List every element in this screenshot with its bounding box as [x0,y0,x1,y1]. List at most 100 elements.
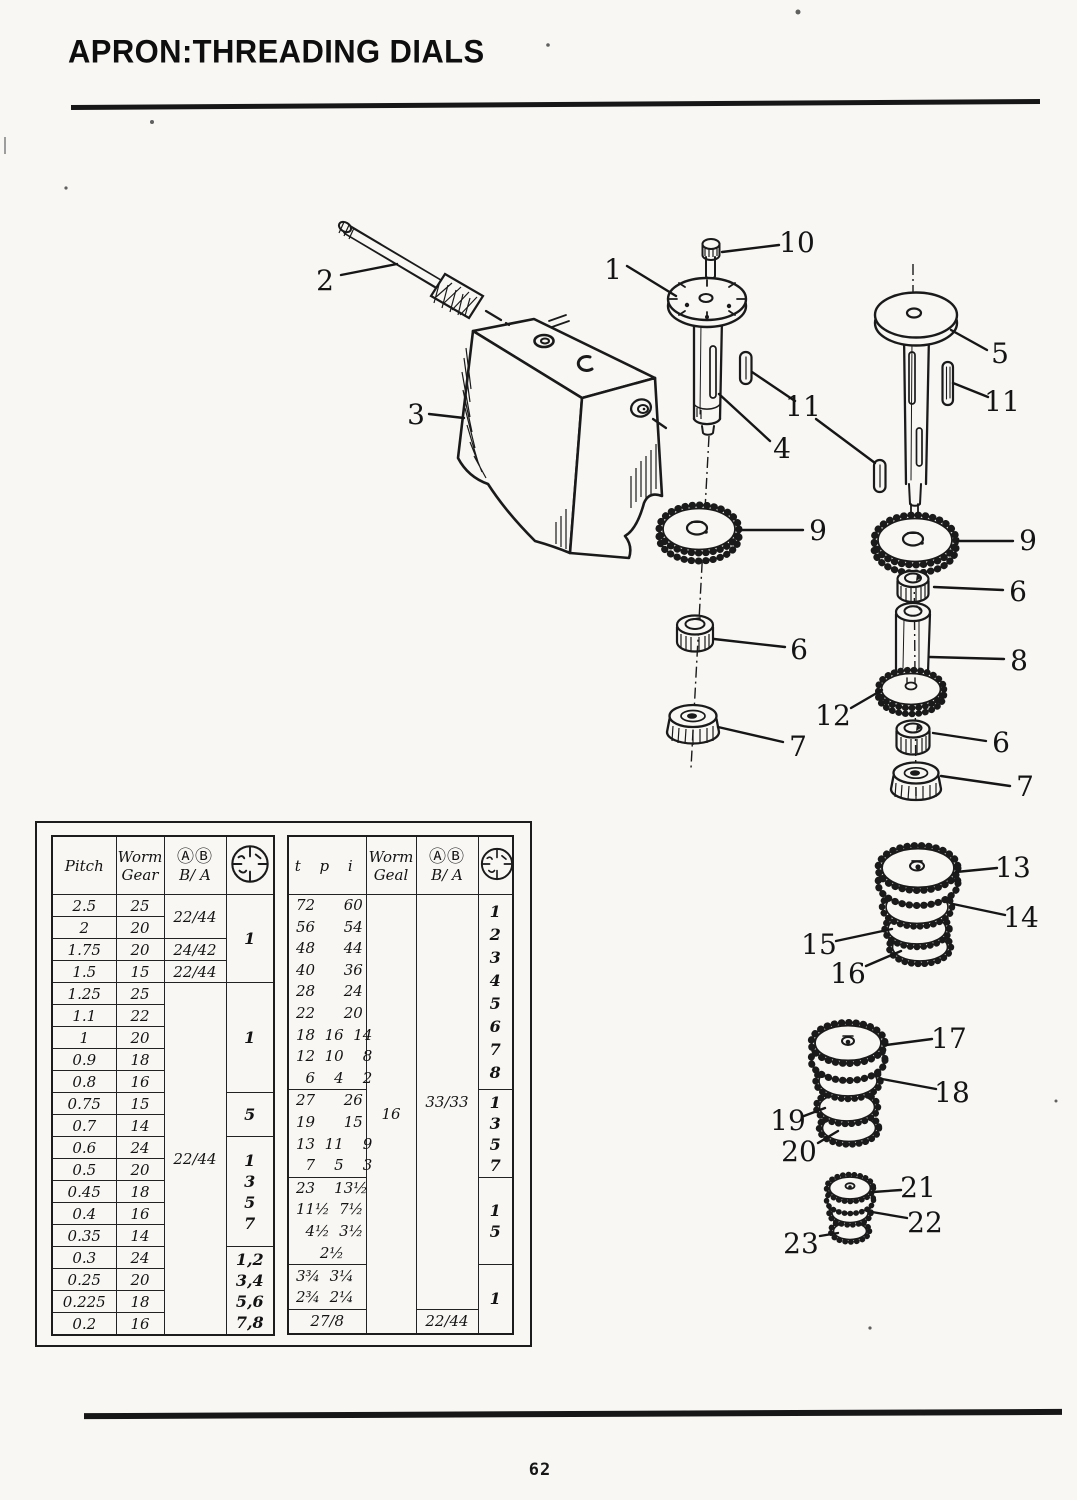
callout-label-9-left: 9 [809,514,827,547]
cell-ba: 22/44 [163,982,227,1336]
cell-worm-gear: 16 [365,893,417,1335]
callout-label-3: 3 [407,398,425,431]
callout-label-6-right-top: 6 [1009,575,1027,608]
cell-dial: 1 3 5 7 [225,1136,275,1247]
worm-gear-header: Worm Geal [365,835,417,895]
callout-label-21: 21 [900,1171,936,1204]
cell-ba: 33/33 [415,893,479,1311]
cell-gear: 14 [115,1114,165,1137]
sprocket-part-9-left [655,501,743,565]
cover-top-slots [548,314,570,328]
top-rule [70,99,1041,110]
ab-symbols: ⒶⒷ [177,846,213,867]
ba-label: B/ A [179,865,211,884]
callout-label-18: 18 [934,1076,970,1109]
cell-tpi: 3¾ 3¼ 2¾ 2¼ [287,1264,367,1311]
callout-label-19: 19 [770,1104,806,1137]
cell-tpi: 23 13½ 11½ 7½ 4½ 3½ 2½ [287,1176,368,1266]
callout-label-16: 16 [830,957,866,990]
cell-ba: 22/44 [163,960,227,983]
cell-gear: 25 [115,894,165,917]
callout-label-11-right: 11 [984,385,1020,418]
table-row: 1.1 22 [51,1004,274,1027]
callout-label-10: 10 [779,226,815,259]
table-row: 0.8 16 [51,1070,274,1093]
cover-c-hole [576,355,594,372]
ab-symbols: ⒶⒷ [429,846,465,867]
cell-dial: 1 [225,894,275,983]
cell-dial: 1 [477,1264,514,1335]
gear-part-12 [874,666,948,718]
pin-part-11-right [941,360,955,407]
dial-header [477,835,514,895]
header-row: t p i Worm Geal ⒶⒷ B/ A [287,835,514,895]
sprocket-part-9-right [870,511,960,577]
cell-pitch: 0.45 [51,1180,117,1203]
cell-pitch: 0.25 [51,1268,117,1291]
bottom-rule [83,1408,1063,1420]
ratio-header: ⒶⒷ B/ A [163,835,227,895]
cell-gear: 22 [115,1004,165,1027]
tables-outer-frame [35,821,532,1347]
callout-label-17: 17 [931,1022,967,1055]
callout-label-23: 23 [783,1227,819,1260]
table-row: 0.75 15 5 [51,1092,275,1137]
cell-gear: 20 [115,1158,165,1181]
cover-swirl-detail [629,398,653,418]
cell-pitch: 1.5 [51,960,117,983]
cell-pitch: 0.75 [51,1092,117,1115]
tpi-header: t p i [287,835,367,895]
callout-label-1: 1 [604,253,622,286]
cap-part-7-right [889,761,943,802]
callout-label-22: 22 [907,1206,943,1239]
cell-pitch: 0.4 [51,1202,117,1225]
cell-gear: 24 [115,1136,165,1159]
ba-label: B/ A [431,865,463,884]
table-row: 0.35 14 [51,1224,274,1247]
cell-pitch: 1.75 [51,938,117,961]
worm-gear-header: Worm Gear [115,835,165,895]
cell-pitch: 0.2 [51,1312,117,1336]
cell-gear: 24 [115,1246,165,1269]
dial-graduation-ticks [667,279,747,319]
callout-label-14: 14 [1003,901,1039,934]
cell-dial: 1,2 3,4 5,6 7,8 [225,1246,275,1336]
cell-pitch: 0.225 [51,1290,117,1313]
dial-header [225,835,275,895]
callout-label-9-right: 9 [1019,524,1037,557]
cell-tpi: 72 60 56 54 48 44 40 36 28 24 22 20 18 1… [287,893,372,1091]
callout-label-13: 13 [995,851,1031,884]
cell-dial: 5 [225,1092,275,1137]
dial-face-icon [480,847,513,880]
cell-pitch: 0.7 [51,1114,117,1137]
cell-dial: 1 3 5 7 [477,1089,514,1178]
pitch-header: Pitch [51,835,117,895]
metric-pitch-table: Pitch Worm Gear ⒶⒷ B/ A 2.5 25 22/44 1 2… [51,835,275,1336]
callout-label-15: 15 [801,928,837,961]
centerlines [690,264,917,797]
cell-gear: 20 [115,1026,165,1049]
gear-stack-13-16 [874,842,962,968]
table-row: 27 26 19 15 13 11 9 7 5 3 1 3 5 7 [287,1089,514,1178]
cell-tpi-footer: 27/8 [287,1309,367,1335]
callout-label-6-right-bottom: 6 [992,726,1010,759]
cell-gear: 16 [115,1312,165,1336]
table-row: 3¾ 3¼ 2¾ 2¼ 1 [287,1264,514,1335]
table-row: 23 13½ 11½ 7½ 4½ 3½ 2½ 1 5 [287,1176,514,1266]
disc-part-5 [873,299,959,347]
callout-label-6-left: 6 [790,633,808,666]
bushing-part-6-left [675,614,715,653]
cell-pitch: 0.8 [51,1070,117,1093]
cell-gear: 18 [115,1180,165,1203]
knob-part-10 [701,238,721,280]
dial-face-icon [231,844,269,883]
table-row: 1.75 20 24/42 [51,938,274,961]
cylinder-part-8 [894,601,932,674]
table-row: 27/8 22/44 [287,1309,513,1335]
cell-gear: 15 [115,1092,165,1115]
callout-label-5: 5 [991,337,1009,370]
cell-gear: 18 [115,1048,165,1071]
shaft-part-5-assembly [873,291,959,522]
callout-label-8: 8 [1010,644,1028,677]
gear-stack-21-23 [823,1171,877,1245]
